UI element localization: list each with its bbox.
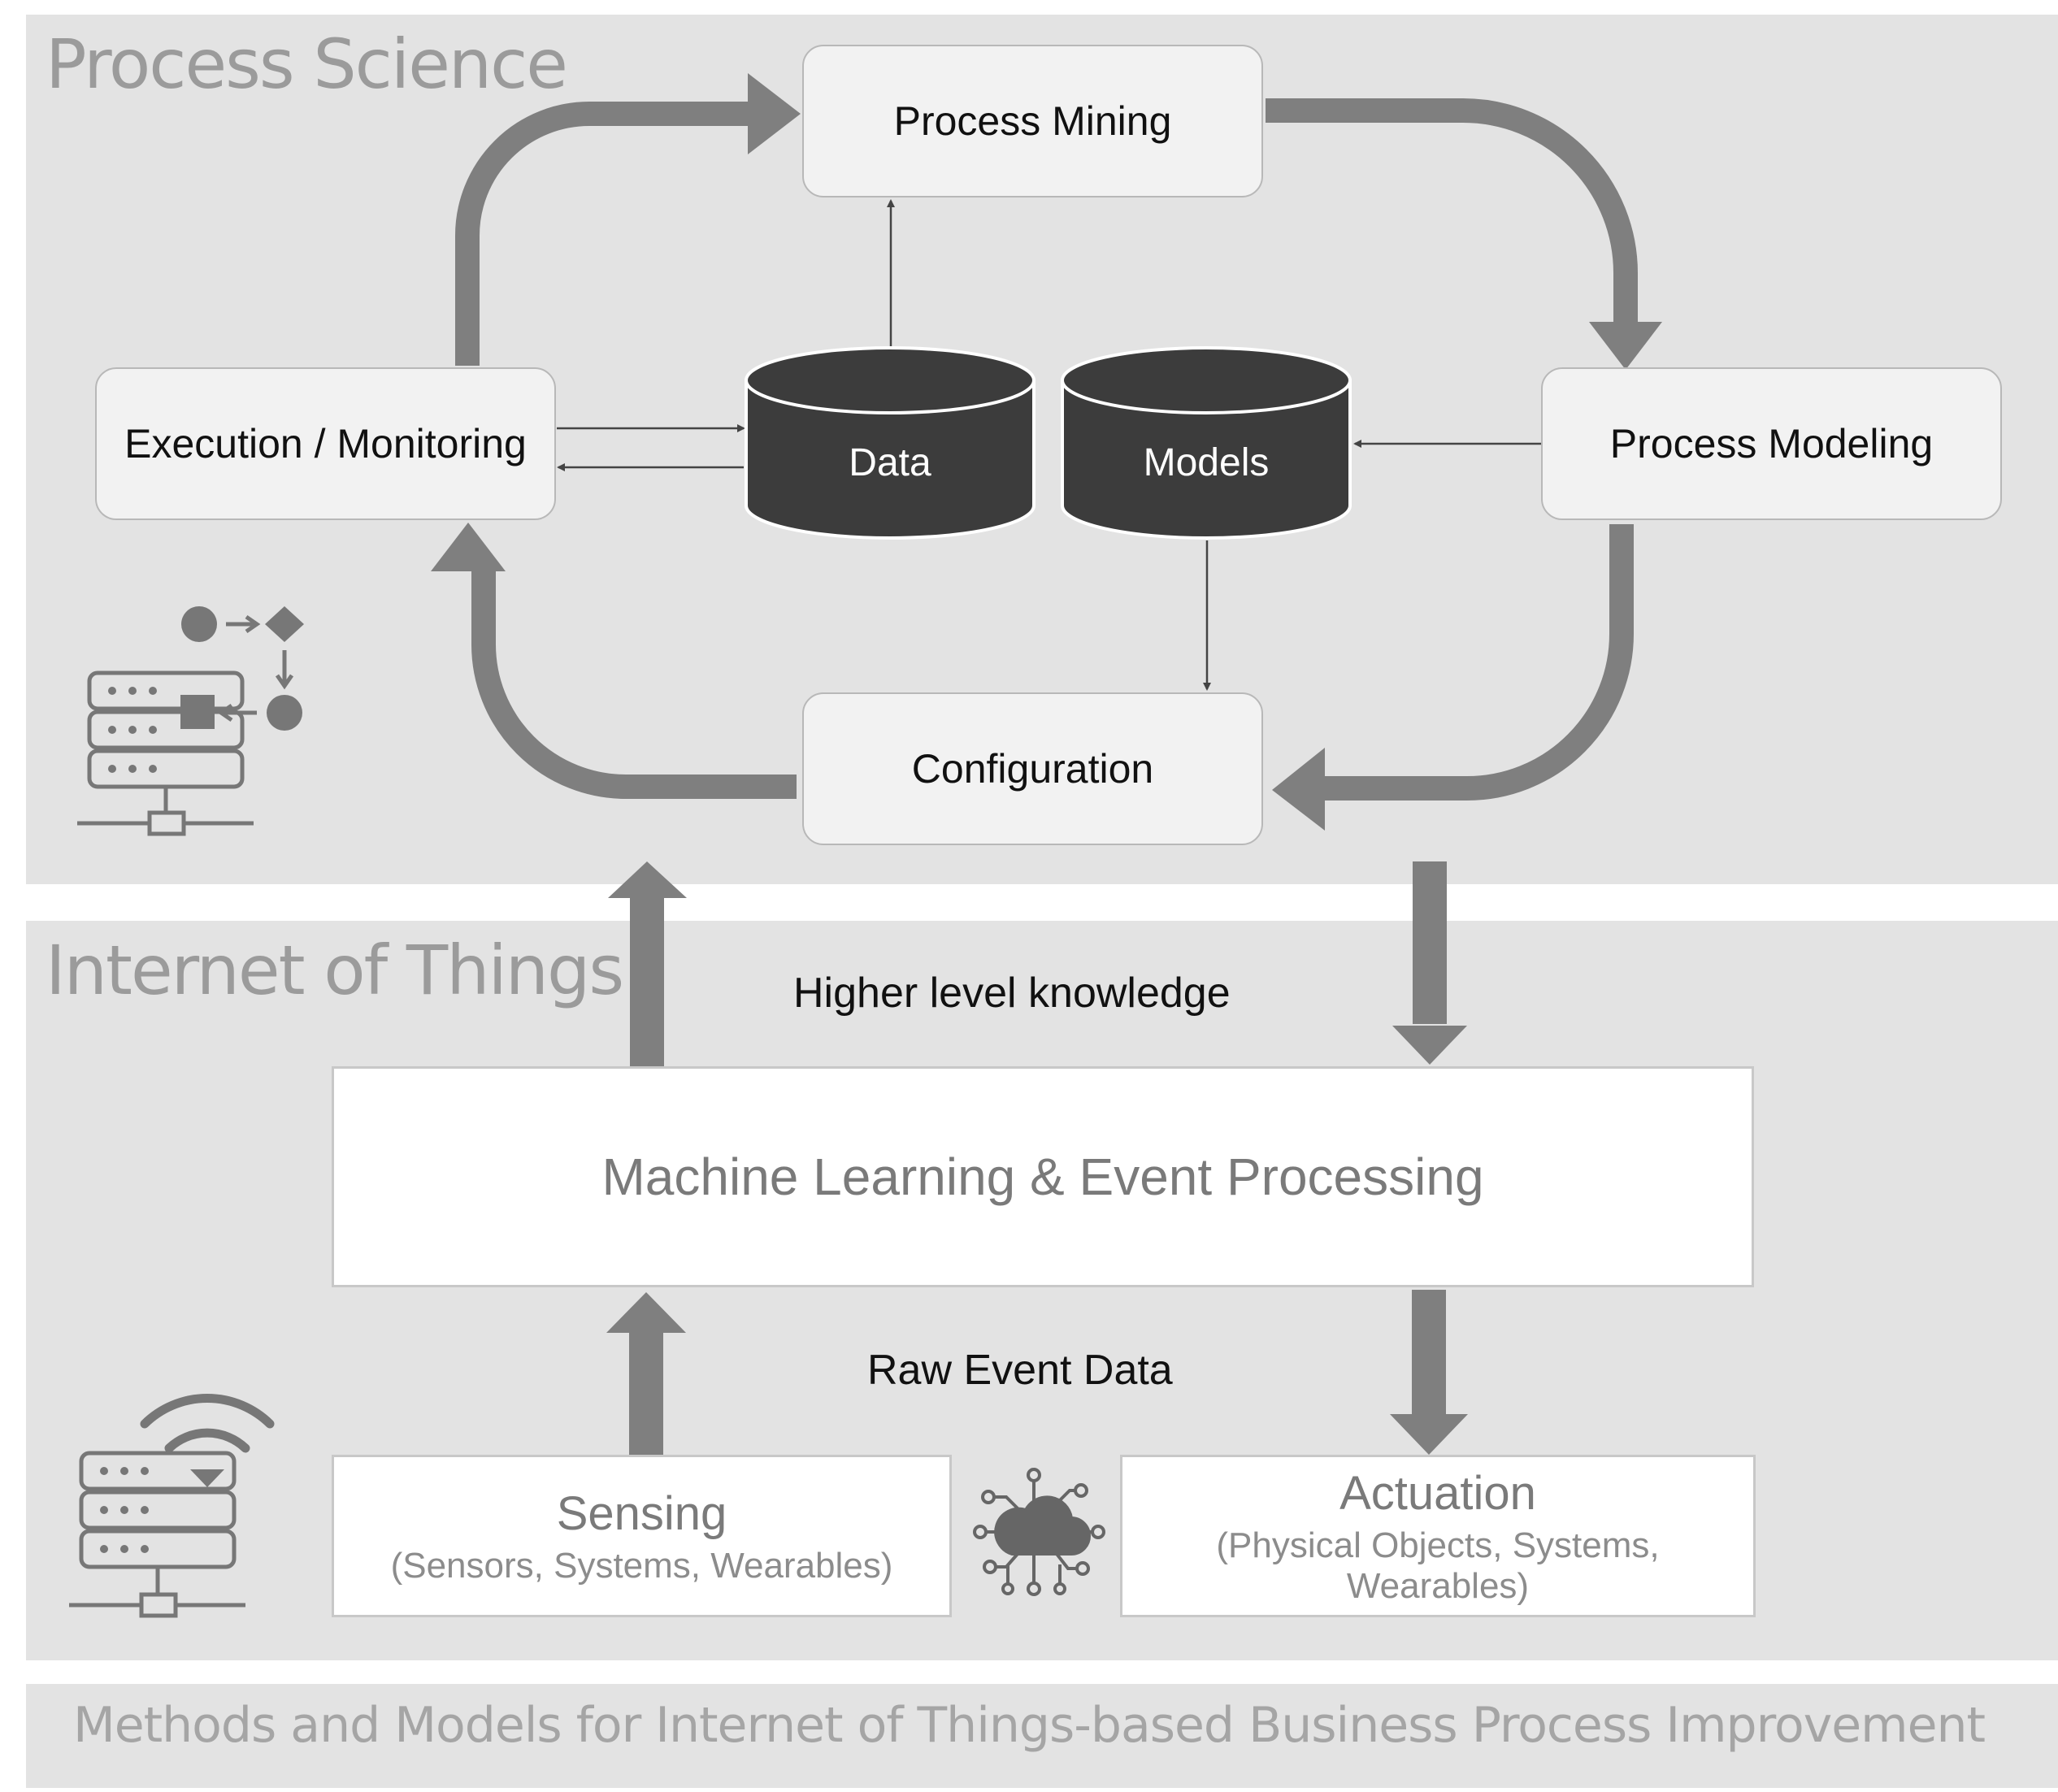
process-mining-label: Process Mining xyxy=(893,98,1172,144)
data-label: Data xyxy=(849,441,931,484)
sensing-subtitle: (Sensors, Systems, Wearables) xyxy=(390,1545,893,1586)
arrow-modeling-to-config xyxy=(1321,524,1634,801)
iot-title: Internet of Things xyxy=(46,931,624,1010)
configuration-node: Configuration xyxy=(802,692,1263,845)
actuation-subtitle: (Physical Objects, Systems, Wearables) xyxy=(1216,1525,1660,1606)
actuation-node: Actuation (Physical Objects, Systems, We… xyxy=(1120,1455,1756,1617)
models-label: Models xyxy=(1144,441,1270,484)
arrowhead-to-modeling xyxy=(1589,322,1662,370)
raw-event-data-label: Raw Event Data xyxy=(867,1347,1173,1394)
sensing-title: Sensing xyxy=(556,1486,727,1540)
arrowhead-down-higher xyxy=(1392,1026,1467,1065)
actuation-title: Actuation xyxy=(1339,1466,1536,1520)
process-science-title: Process Science xyxy=(46,24,568,104)
arrowhead-up-raw xyxy=(606,1292,686,1333)
higher-level-knowledge-label: Higher level knowledge xyxy=(793,970,1231,1017)
server-process-icon xyxy=(77,606,304,836)
cloud-network-icon xyxy=(973,1468,1105,1596)
arrowhead-down-raw xyxy=(1390,1414,1468,1455)
models-cylinder: Models xyxy=(1061,346,1352,540)
process-modeling-node: Process Modeling xyxy=(1541,367,2002,520)
execution-monitoring-label: Execution / Monitoring xyxy=(124,421,527,466)
execution-monitoring-node: Execution / Monitoring xyxy=(95,367,556,520)
arrow-exec-to-mining xyxy=(455,102,756,366)
footer-band xyxy=(26,1684,2058,1788)
ml-event-processing-label: Machine Learning & Event Processing xyxy=(601,1148,1484,1206)
arrow-config-to-exec xyxy=(471,569,797,799)
footer-caption: Methods and Models for Internet of Thing… xyxy=(72,1697,1986,1754)
server-wifi-icon xyxy=(69,1394,276,1618)
arrowhead-to-config xyxy=(1272,748,1325,831)
arrowhead-to-mining xyxy=(748,73,801,154)
data-cylinder: Data xyxy=(745,346,1036,540)
arrowhead-up-higher xyxy=(608,861,687,898)
process-modeling-label: Process Modeling xyxy=(1609,421,1934,466)
ml-event-processing-node: Machine Learning & Event Processing xyxy=(332,1066,1754,1287)
arrow-mining-to-modeling xyxy=(1266,98,1638,325)
arrowhead-to-exec xyxy=(431,523,506,571)
configuration-label: Configuration xyxy=(911,746,1154,792)
process-mining-node: Process Mining xyxy=(802,45,1263,197)
sensing-node: Sensing (Sensors, Systems, Wearables) xyxy=(332,1455,952,1617)
